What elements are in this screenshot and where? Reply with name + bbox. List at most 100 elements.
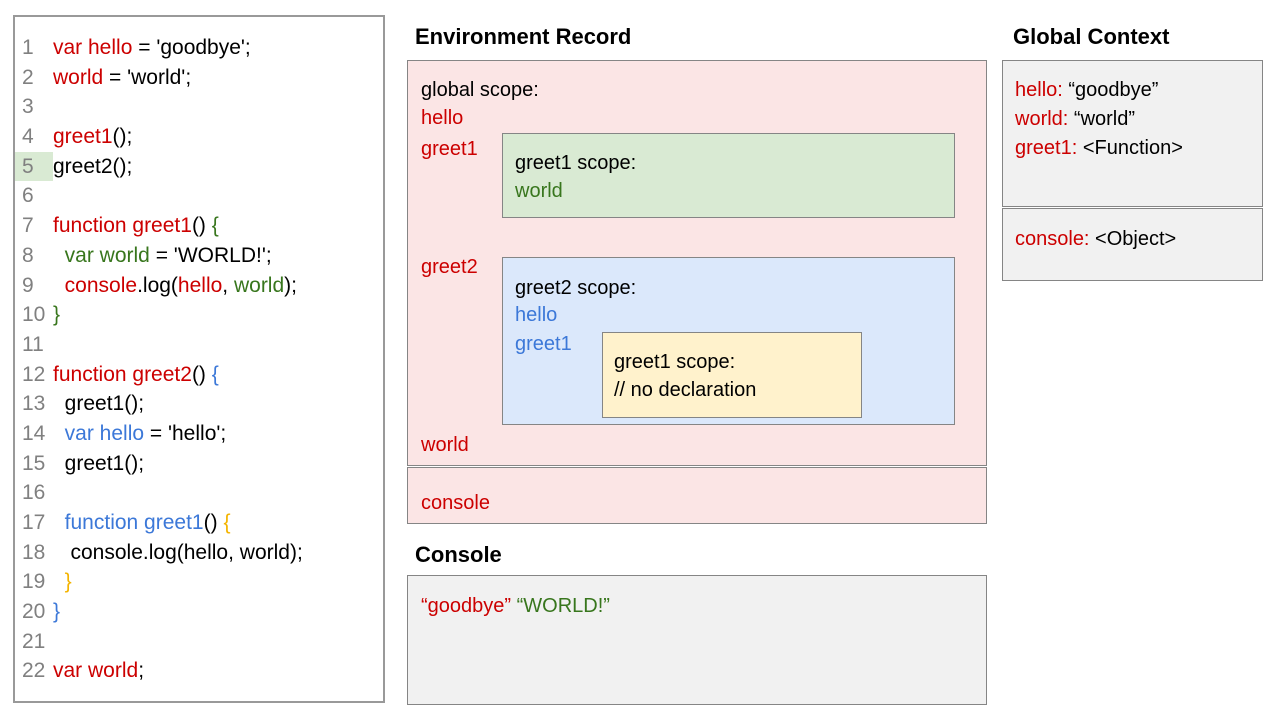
code-line: 22 var world;	[15, 656, 383, 686]
code-text: greet1();	[53, 451, 145, 475]
code-line: 15 greet1();	[15, 449, 383, 479]
code-text	[53, 478, 383, 508]
line-number: 6	[22, 184, 34, 208]
line-number: 18	[22, 540, 46, 564]
greet1-scope-box	[502, 133, 955, 218]
global-context-entry: console: <Object>	[1015, 227, 1176, 251]
line-number: 3	[22, 95, 34, 119]
code-line: 8 var world = 'WORLD!';	[15, 241, 383, 271]
code-text: function greet1() {	[53, 214, 219, 238]
inner-greet1-scope-box	[602, 332, 862, 418]
code-line: 3	[15, 92, 383, 122]
code-editor-panel[interactable]: 1 var hello = 'goodbye'; 2 world = 'world';…	[13, 15, 385, 703]
code-line: 14 var hello = 'hello';	[15, 419, 383, 449]
code-line: 18 console.log(hello, world);	[15, 538, 383, 568]
variable-name: greet1:	[1015, 137, 1078, 159]
line-number: 13	[22, 392, 46, 416]
code-line: 9 console.log(hello, world);	[15, 271, 383, 301]
global-var-greet1: greet1	[421, 138, 478, 160]
line-number: 10	[22, 303, 46, 327]
code-text: greet1();	[53, 125, 133, 149]
code-line: 11	[15, 330, 383, 360]
code-text: function greet1() {	[64, 511, 231, 534]
code-text: }	[53, 600, 61, 624]
code-text	[53, 627, 383, 657]
global-scope-label: global scope:	[421, 79, 539, 101]
console-output-line: “goodbye” “WORLD!”	[421, 594, 610, 618]
line-number: 7	[22, 214, 34, 238]
line-number: 1	[22, 36, 34, 59]
code-text	[53, 181, 383, 211]
greet2-var-greet1: greet1	[515, 333, 572, 355]
line-number: 17	[22, 511, 46, 534]
code-line: 21	[15, 627, 383, 657]
code-text: console.log(hello, world);	[53, 540, 303, 564]
code-line: 19 }	[15, 567, 383, 597]
line-number: 5	[15, 151, 53, 182]
code-line: 6	[15, 181, 383, 211]
code-text	[53, 92, 383, 122]
code-text: var world;	[53, 659, 145, 683]
global-context-entry: greet1: <Function>	[1015, 136, 1183, 160]
variable-value: <Object>	[1089, 228, 1177, 250]
code-text: greet1();	[53, 392, 145, 416]
code-text: world = 'world';	[53, 65, 192, 89]
code-text: }	[64, 570, 72, 594]
greet2-var-hello: hello	[515, 304, 558, 326]
global-var-greet2: greet2	[421, 256, 478, 278]
environment-record-title: Environment Record	[415, 24, 632, 49]
code-line: 13 greet1();	[15, 389, 383, 419]
variable-name: console:	[1015, 228, 1090, 250]
variable-name: hello:	[1015, 79, 1063, 101]
code-text: var hello = 'goodbye';	[53, 36, 251, 59]
greet1-scope-label: greet1 scope:	[515, 152, 637, 174]
code-line: 1 var hello = 'goodbye';	[15, 33, 383, 63]
code-line: 7 function greet1() {	[15, 211, 383, 241]
line-number: 8	[22, 243, 34, 267]
line-number: 9	[22, 273, 34, 297]
code-lines: 1 var hello = 'goodbye'; 2 world = 'world';…	[15, 33, 383, 686]
code-line: 17 function greet1() {	[15, 508, 383, 538]
console-token: “goodbye”	[421, 595, 512, 617]
variable-value: <Function>	[1077, 137, 1183, 159]
line-number: 2	[22, 65, 34, 89]
code-line: 16	[15, 478, 383, 508]
code-text: greet2();	[53, 154, 133, 178]
code-text: var world = 'WORLD!';	[64, 243, 272, 267]
line-number: 21	[22, 629, 46, 653]
code-line: 4 greet1();	[15, 122, 383, 152]
variable-name: world:	[1015, 108, 1069, 130]
code-text: console.log(hello, world);	[64, 273, 297, 297]
inner-greet1-scope-label: greet1 scope:	[614, 351, 736, 373]
global-var-console: console	[421, 492, 490, 514]
global-context-title: Global Context	[1013, 24, 1170, 49]
greet2-scope-label: greet2 scope:	[515, 277, 637, 299]
global-var-world: world	[421, 434, 469, 456]
code-line: 12 function greet2() {	[15, 360, 383, 390]
line-number: 11	[22, 332, 44, 356]
line-number: 19	[22, 570, 46, 594]
code-line: 2 world = 'world';	[15, 63, 383, 93]
code-line: 20}	[15, 597, 383, 627]
console-title: Console	[415, 542, 502, 567]
inner-greet1-no-declaration-comment: // no declaration	[614, 379, 757, 401]
code-text: var hello = 'hello';	[64, 421, 227, 445]
global-context-console-box	[1002, 208, 1263, 281]
global-context-entry: world: “world”	[1015, 107, 1135, 131]
line-number: 15	[22, 451, 46, 475]
code-line: 10}	[15, 300, 383, 330]
line-number: 14	[22, 421, 46, 445]
console-token: “WORLD!”	[516, 595, 610, 617]
global-context-variables-box	[1002, 60, 1263, 207]
code-text: function greet2() {	[53, 362, 219, 386]
line-number: 12	[22, 362, 46, 386]
line-number: 16	[22, 481, 46, 505]
console-variable-box	[407, 467, 987, 524]
code-text: }	[53, 303, 61, 327]
variable-value: “world”	[1068, 108, 1136, 130]
line-number: 22	[22, 659, 46, 683]
code-text	[53, 330, 383, 360]
line-number: 4	[22, 125, 34, 149]
